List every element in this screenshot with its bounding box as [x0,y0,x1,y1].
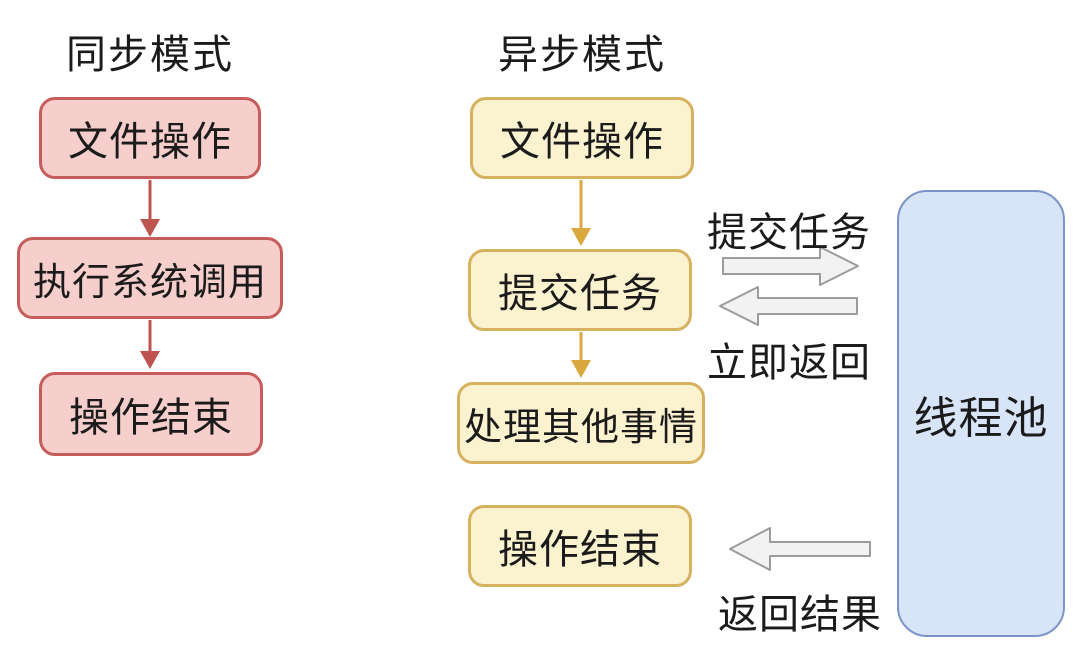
async-step-file-operation: 文件操作 [470,97,694,179]
async-arrow-1-icon [571,180,591,246]
return-result-left-arrow-icon [729,527,871,571]
thread-pool-box: 线程池 [897,190,1065,637]
sync-arrow-1-icon [140,180,160,237]
sync-step-operation-end: 操作结束 [39,372,263,456]
sync-step-file-operation: 文件操作 [39,97,261,179]
return-result-label: 返回结果 [718,593,882,637]
sync-mode-title: 同步模式 [66,33,234,77]
async-arrow-2-icon [571,332,591,378]
sync-arrow-2-icon [140,320,160,369]
thread-pool-label: 线程池 [913,393,1049,443]
immediate-return-left-arrow-icon [719,286,858,326]
sync-step-system-call: 执行系统调用 [17,237,283,319]
immediate-return-label: 立即返回 [707,341,871,385]
submit-task-label: 提交任务 [707,211,871,255]
async-mode-title: 异步模式 [498,33,666,77]
async-step-handle-other-things: 处理其他事情 [457,382,705,464]
async-step-submit-task: 提交任务 [468,249,692,331]
async-step-operation-end: 操作结束 [468,505,692,587]
